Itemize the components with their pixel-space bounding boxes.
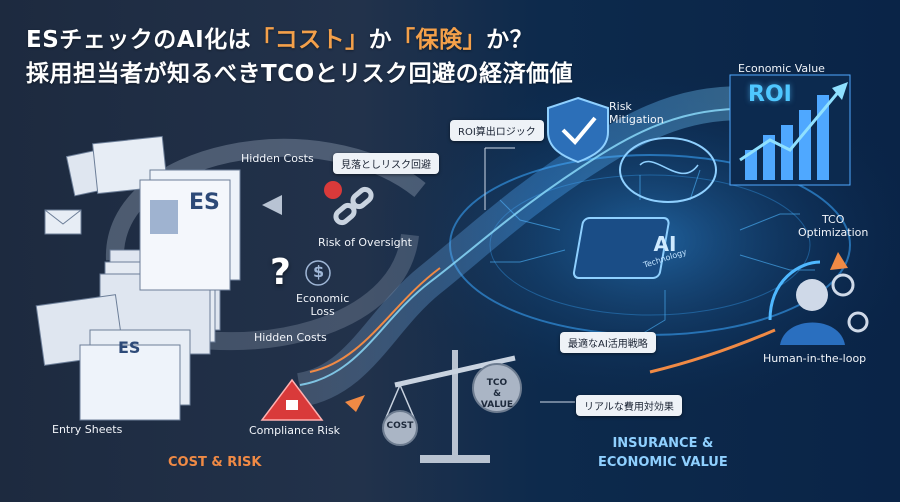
broken-chain-icon — [333, 186, 374, 226]
ai-chip-icon — [572, 217, 670, 279]
es-document-label-small: ES — [118, 338, 141, 357]
envelope-icon — [44, 209, 82, 235]
label-economic-loss: Economic Loss — [296, 292, 349, 318]
title-highlight-cost: 「コスト」 — [251, 27, 369, 53]
arrow-head-left — [262, 195, 282, 215]
orange-up-arrow — [830, 252, 848, 270]
balance-scale-icon — [382, 350, 522, 463]
brain-icon — [619, 137, 717, 203]
label-tco-optimization-line1: TCO — [821, 213, 845, 226]
section-insurance-line2: ECONOMIC VALUE — [598, 455, 728, 470]
person-icon — [796, 279, 828, 311]
section-insurance-value: INSURANCE & ECONOMIC VALUE — [598, 434, 728, 472]
label-hidden-costs-top: Hidden Costs — [241, 152, 314, 165]
label-risk-mitigation: Risk Mitigation — [609, 100, 664, 126]
orange-flow-line — [309, 267, 441, 373]
alert-badge-icon — [324, 181, 342, 199]
value-flow-band — [296, 85, 802, 407]
callout-ai-strategy: 最適なAI活用戦略 — [560, 332, 656, 353]
page-title-line2: 採用担当者が知るべきTCOとリスク回避の経済価値 — [26, 61, 574, 87]
roi-label: ROI — [748, 82, 792, 107]
section-cost-risk: COST & RISK — [168, 455, 262, 470]
label-risk-of-oversight: Risk of Oversight — [318, 236, 412, 249]
callout-oversight-avoidance: 見落としリスク回避 — [333, 153, 439, 174]
tco-weight-line3: VALUE — [480, 400, 514, 410]
tco-weight-label: TCO & VALUE — [474, 378, 520, 411]
question-mark: ? — [270, 252, 291, 293]
label-tco-optimization: TCO Optimization — [798, 213, 868, 239]
gear-icon — [831, 273, 855, 297]
label-human-in-the-loop: Human-in-the-loop — [763, 352, 867, 365]
ai-chip-label: AI — [653, 232, 677, 256]
loop-arrow-icon — [768, 260, 821, 321]
es-document-label: ES — [189, 190, 220, 215]
orange-arrow — [649, 328, 776, 374]
label-economic-loss-line2: Loss — [310, 305, 335, 318]
dollar-sign: $ — [313, 262, 325, 281]
label-hidden-costs-bottom: Hidden Costs — [254, 331, 327, 344]
label-risk-mitigation-line1: Risk — [609, 100, 632, 113]
title-highlight-insurance: 「保険」 — [392, 27, 487, 53]
dollar-icon — [305, 260, 331, 286]
label-risk-mitigation-line2: Mitigation — [609, 113, 664, 126]
title-prefix: ESチェックのAI化は — [26, 27, 252, 53]
cost-weight-label: COST — [386, 421, 414, 431]
label-tco-optimization-line2: Optimization — [798, 226, 869, 239]
shield-check-icon — [547, 96, 609, 164]
entry-sheet-stack-icon — [35, 135, 241, 421]
label-economic-value: Economic Value — [738, 62, 825, 75]
title-mid: か — [368, 27, 393, 53]
callout-roi-logic: ROI算出ロジック — [450, 120, 544, 141]
callout-real-cost-effect: リアルな費用対効果 — [576, 395, 682, 416]
title-suffix: か？ — [486, 27, 534, 53]
page-title-line1: ESチェックのAI化は「コスト」か「保険」か？ — [26, 20, 533, 54]
orange-arrow-2 — [345, 395, 365, 412]
tco-weight-line2: & — [493, 389, 501, 399]
label-compliance-risk: Compliance Risk — [249, 424, 341, 437]
label-economic-loss-line1: Economic — [296, 292, 350, 305]
section-insurance-line1: INSURANCE & — [612, 436, 714, 451]
value-flow-line — [299, 106, 801, 386]
label-entry-sheets: Entry Sheets — [52, 423, 123, 436]
roi-chart-icon — [729, 74, 851, 186]
tco-weight-line1: TCO — [486, 378, 508, 388]
gear-icon-2 — [847, 311, 869, 333]
